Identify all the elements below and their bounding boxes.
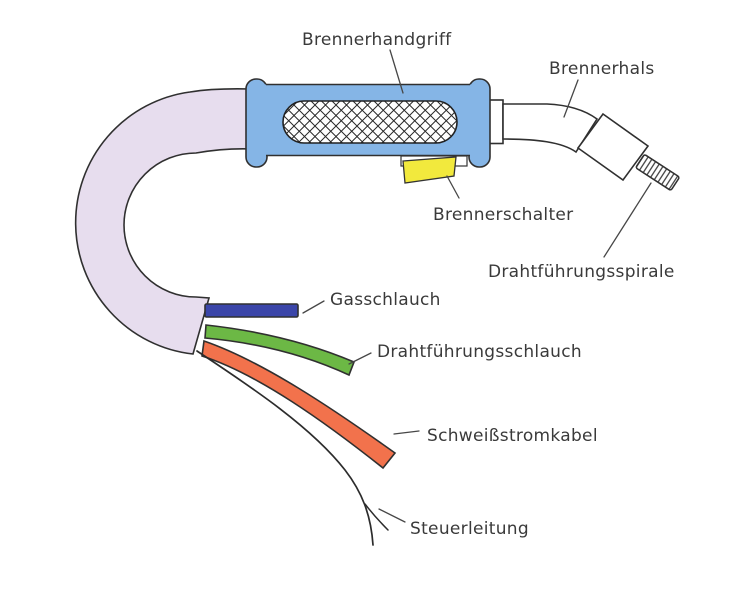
wire-guide-hose	[204, 324, 356, 377]
leader-control-line	[378, 508, 406, 523]
control-line-branch	[364, 503, 389, 531]
handle-grip-crosshatch	[282, 100, 458, 144]
trigger-button	[402, 156, 457, 184]
leader-handle	[389, 49, 404, 94]
label-trigger: Brennerschalter	[433, 205, 573, 225]
leader-wire-guide-hose	[348, 352, 372, 365]
leader-welding-cable	[393, 430, 420, 435]
label-wire-guide-hose: Drahtführungsschlauch	[377, 342, 582, 362]
leader-neck	[563, 79, 579, 118]
label-control-line: Steuerleitung	[410, 519, 529, 539]
leader-wire-guide-spiral	[603, 182, 652, 258]
control-line	[196, 350, 374, 546]
label-gas-hose: Gasschlauch	[330, 290, 441, 310]
label-welding-cable: Schweißstromkabel	[427, 426, 598, 446]
handle-end-collar	[488, 99, 504, 145]
neck-nut-block	[576, 112, 650, 182]
welding-current-cable	[201, 339, 397, 470]
label-handle: Brennerhandgriff	[302, 30, 452, 50]
leader-gas-hose	[302, 300, 325, 314]
wire-guide-spiral-thread	[635, 154, 680, 191]
label-wire-guide-spiral: Drahtführungsspirale	[488, 262, 675, 282]
cable-sheath	[74, 88, 253, 355]
gas-hose	[204, 303, 299, 318]
leader-trigger	[446, 175, 460, 199]
label-neck: Brennerhals	[549, 59, 655, 79]
torch-neck	[502, 103, 599, 154]
